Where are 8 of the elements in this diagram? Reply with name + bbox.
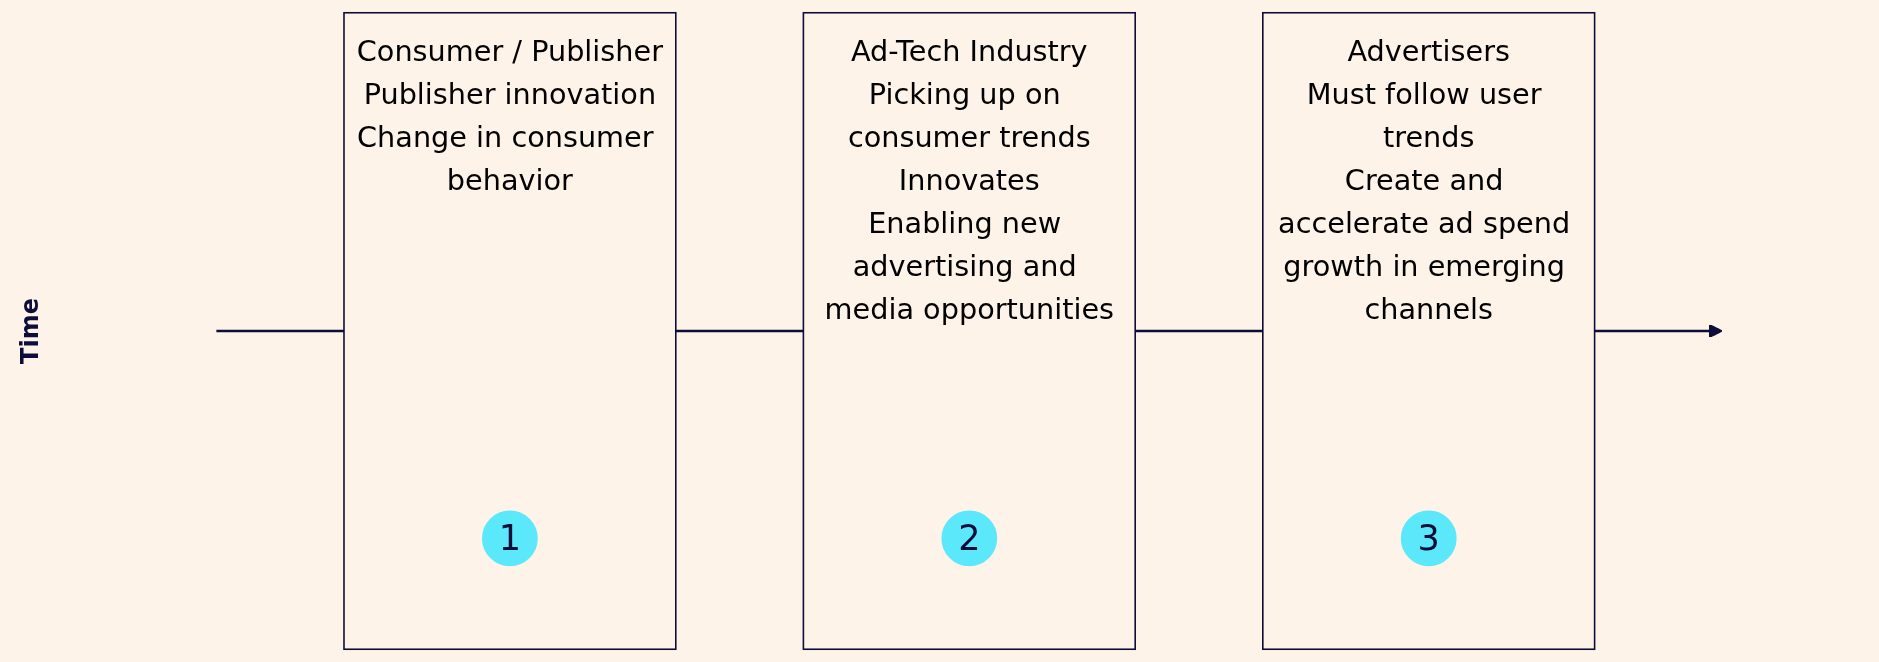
axis-label: Time bbox=[16, 298, 44, 364]
node-circle: 3 bbox=[1401, 510, 1457, 567]
arrow bbox=[1594, 324, 1724, 338]
connector bbox=[676, 329, 804, 333]
connector bbox=[216, 329, 345, 333]
connector bbox=[1135, 329, 1263, 333]
node-circle: 1 bbox=[482, 510, 538, 567]
node-circle: 2 bbox=[941, 510, 998, 567]
